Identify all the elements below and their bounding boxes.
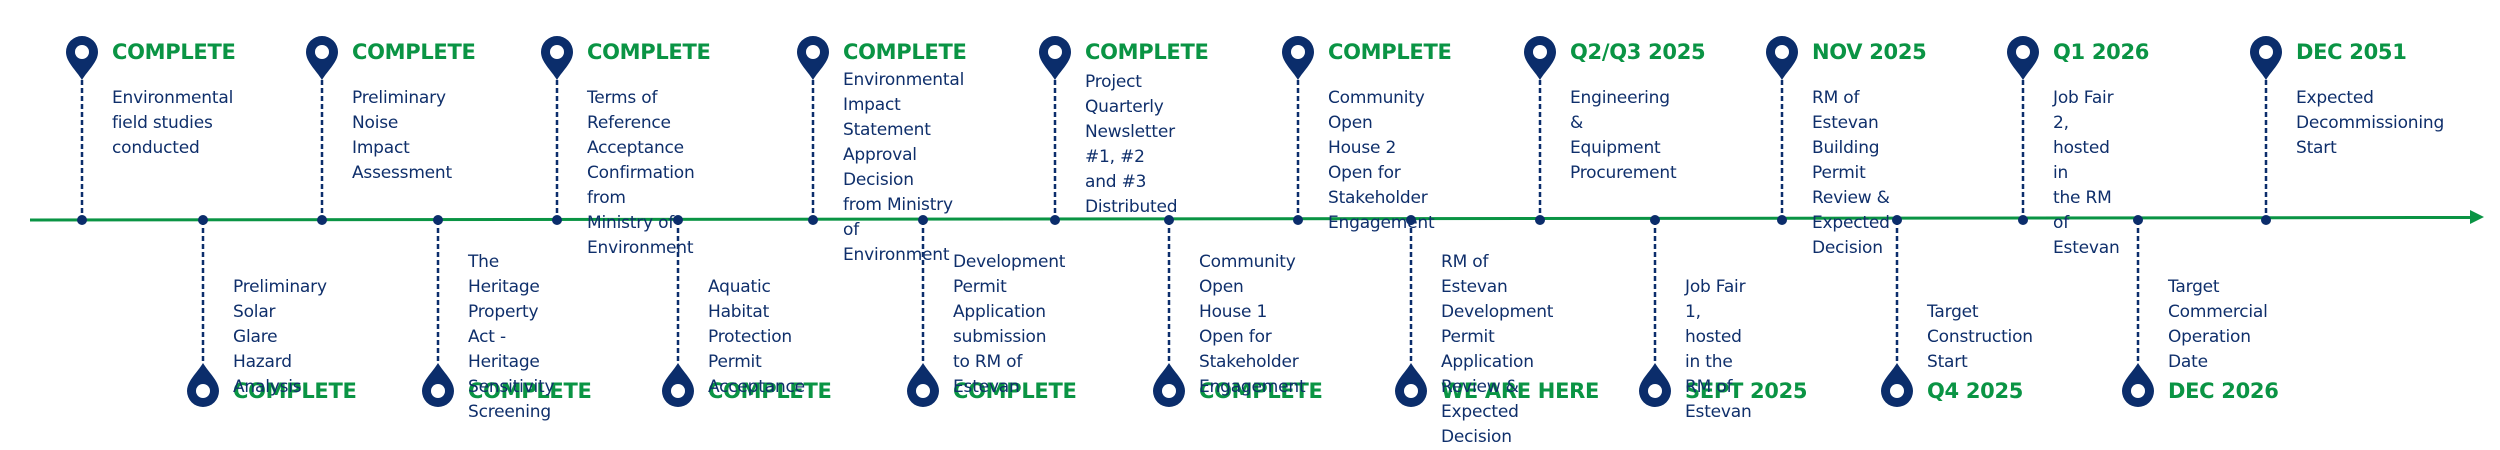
milestone-description: Environmental Impact Statement Approval … <box>843 70 965 265</box>
timeline-arrow-head <box>2470 210 2484 224</box>
drop-pin-hole <box>1648 384 1662 398</box>
map-pin-hole <box>315 45 329 59</box>
drop-pin-hole <box>1404 384 1418 398</box>
milestone-status: COMPLETE <box>352 40 476 64</box>
milestone-description: The Heritage Property Act - Heritage Sen… <box>468 252 555 422</box>
milestone-status: Q4 2025 <box>1927 379 2024 403</box>
milestone-description: Target Construction Start <box>1927 302 2033 372</box>
milestone-marker <box>1881 215 1913 407</box>
milestone-status: DEC 2051 <box>2296 40 2407 64</box>
drop-pin-hole <box>1162 384 1176 398</box>
timeline-node-dot <box>552 215 562 225</box>
milestone-status: COMPLETE <box>112 40 236 64</box>
milestone-marker <box>187 215 219 407</box>
timeline-node-dot <box>198 215 208 225</box>
drop-pin-hole <box>916 384 930 398</box>
milestone-status: WE ARE HERE <box>1441 379 1600 403</box>
timeline-node-dot <box>1406 215 1416 225</box>
milestone-marker <box>1039 36 1071 225</box>
map-pin-hole <box>1533 45 1547 59</box>
milestone-description: RM of Estevan Development Permit Applica… <box>1441 252 1554 447</box>
milestone-status: Q2/Q3 2025 <box>1570 40 1706 64</box>
milestone-marker <box>662 215 694 407</box>
milestone-status: COMPLETE <box>587 40 711 64</box>
timeline-node-dot <box>1535 215 1545 225</box>
milestone-marker <box>1766 36 1798 225</box>
milestone-description: Target Commercial Operation Date <box>2168 277 2268 372</box>
timeline-node-dot <box>673 215 683 225</box>
milestone-marker <box>66 36 98 225</box>
milestone-status: COMPLETE <box>233 379 357 403</box>
timeline-node-dot <box>1164 215 1174 225</box>
milestone-description: Preliminary Solar Glare Hazard Analysis <box>233 277 327 397</box>
milestone-marker <box>1153 215 1185 407</box>
milestone-marker <box>1639 215 1671 407</box>
drop-pin-hole <box>671 384 685 398</box>
milestone-description: Terms of Reference Acceptance Confirmati… <box>587 88 695 258</box>
milestone-marker <box>306 36 338 225</box>
timeline-node-dot <box>77 215 87 225</box>
milestone-description: Development Permit Application submissio… <box>953 252 1066 397</box>
milestone-marker <box>2007 36 2039 225</box>
timeline-node-dot <box>2133 215 2143 225</box>
milestone-marker <box>907 215 939 407</box>
milestone-status: COMPLETE <box>708 379 832 403</box>
milestone-status: COMPLETE <box>468 379 592 403</box>
milestone-marker <box>541 36 573 225</box>
milestone-description: Community Open House 1 Open for Stakehol… <box>1199 252 1306 397</box>
milestone-marker <box>797 36 829 225</box>
milestone-marker <box>2250 36 2282 225</box>
timeline-node-dot <box>433 215 443 225</box>
milestone-status: COMPLETE <box>1085 40 1209 64</box>
timeline-node-dot <box>317 215 327 225</box>
milestone-marker <box>1282 36 1314 225</box>
milestone-marker <box>2122 215 2154 407</box>
milestone-description: Preliminary Noise Impact Assessment <box>352 88 452 183</box>
map-pin-hole <box>2259 45 2273 59</box>
timeline-node-dot <box>1050 215 1060 225</box>
map-pin-hole <box>806 45 820 59</box>
map-pin-hole <box>550 45 564 59</box>
milestone-description: Expected Decommissioning Start <box>2296 88 2445 158</box>
drop-pin-hole <box>1890 384 1904 398</box>
map-pin-hole <box>1291 45 1305 59</box>
timeline-node-dot <box>1293 215 1303 225</box>
milestone-marker <box>1395 215 1427 407</box>
timeline-node-dot <box>2018 215 2028 225</box>
milestone-status: DEC 2026 <box>2168 379 2279 403</box>
milestone-description: Job Fair 2, hosted in the RM of Estevan <box>2053 88 2120 258</box>
timeline-node-dot <box>1892 215 1902 225</box>
timeline-node-dot <box>808 215 818 225</box>
milestone-status: SEPT 2025 <box>1685 379 1808 403</box>
map-pin-hole <box>1048 45 1062 59</box>
map-pin-hole <box>75 45 89 59</box>
timeline-node-dot <box>1777 215 1787 225</box>
map-pin-hole <box>2016 45 2030 59</box>
drop-pin-hole <box>196 384 210 398</box>
milestone-description: Project Quarterly Newsletter #1, #2 and … <box>1085 72 1178 217</box>
milestone-description: Job Fair 1, hosted in the RM of Estevan <box>1685 277 1752 422</box>
drop-pin-hole <box>2131 384 2145 398</box>
map-pin-hole <box>1775 45 1789 59</box>
drop-pin-hole <box>431 384 445 398</box>
milestone-status: COMPLETE <box>953 379 1077 403</box>
milestone-description: Environmental field studies conducted <box>112 88 234 158</box>
timeline-node-dot <box>2261 215 2271 225</box>
milestone-description: RM of Estevan Building Permit Review & E… <box>1812 88 1890 258</box>
milestone-marker <box>422 215 454 407</box>
milestone-marker <box>1524 36 1556 225</box>
milestone-status: NOV 2025 <box>1812 40 1927 64</box>
milestone-status: COMPLETE <box>1199 379 1323 403</box>
milestone-status: Q1 2026 <box>2053 40 2150 64</box>
milestone-description: Community Open House 2 Open for Stakehol… <box>1328 88 1435 233</box>
timeline-node-dot <box>1650 215 1660 225</box>
milestone-description: Aquatic Habitat Protection Permit Accept… <box>708 277 805 397</box>
milestone-status: COMPLETE <box>1328 40 1452 64</box>
milestone-status: COMPLETE <box>843 40 967 64</box>
milestone-description: Engineering & Equipment Procurement <box>1570 88 1677 183</box>
timeline-node-dot <box>918 215 928 225</box>
